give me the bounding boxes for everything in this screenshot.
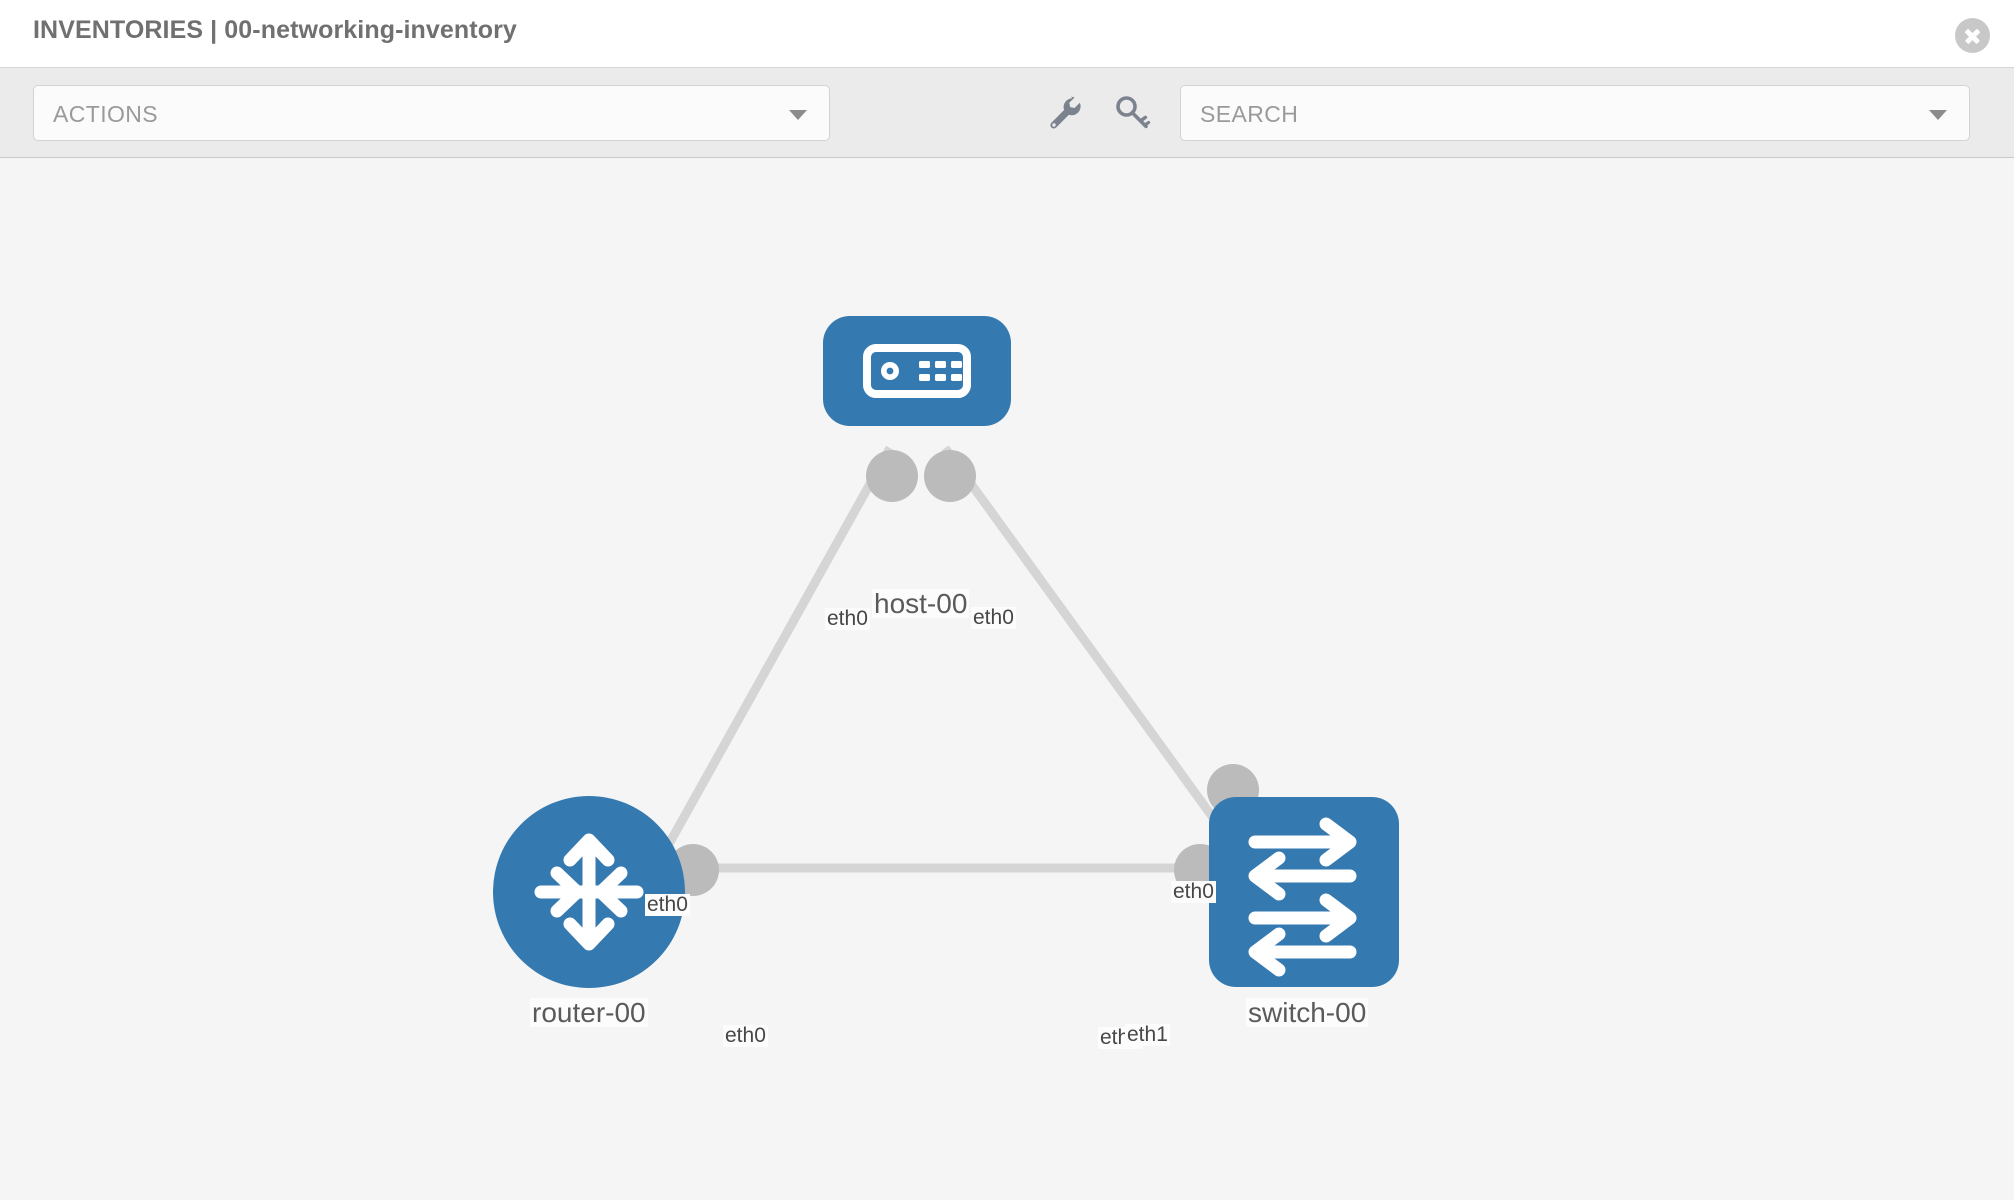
page-title: INVENTORIES | 00-networking-inventory [33,16,517,44]
search-placeholder: SEARCH [1200,101,1299,127]
node-router-00 [493,796,685,988]
chevron-down-icon [789,110,807,120]
server-icon [863,344,971,398]
iface-label-host-switch-to: eth0 [1171,880,1216,904]
page-header: INVENTORIES | 00-networking-inventory [0,0,2014,68]
topology-graph [493,316,1399,988]
chevron-down-icon [1929,110,1947,120]
wrench-icon[interactable] [1046,94,1084,132]
router-arrows-icon [534,833,644,951]
iface-label-router-switch-from: eth0 [723,1024,768,1048]
close-icon[interactable] [1955,18,1990,53]
topology-connectors [667,450,1259,896]
node-host-00 [823,316,1011,426]
connector-host-right [924,450,976,502]
iface-label-host-router-from: eth0 [825,607,870,631]
topology-canvas[interactable]: eth0 eth0 eth0 eth0 eth0 eth0 eth1 host-… [0,158,2014,1200]
node-label-host-00: host-00 [872,588,970,619]
key-icon[interactable] [1113,94,1151,132]
toolbar: ACTIONS SEARCH [0,68,2014,158]
iface-label-host-router-to: eth0 [645,893,690,917]
actions-dropdown[interactable]: ACTIONS [33,85,830,141]
link-host-router [646,445,894,881]
topology-links [646,445,1239,881]
actions-dropdown-label: ACTIONS [53,101,159,127]
iface-label-router-switch-to: eth1 [1125,1023,1170,1047]
node-label-switch-00: switch-00 [1246,997,1369,1028]
search-input[interactable]: SEARCH [1180,85,1970,141]
node-label-router-00: router-00 [530,997,648,1028]
connector-host-left [866,450,918,502]
iface-label-host-switch-from: eth0 [971,606,1016,630]
node-switch-00 [1209,797,1399,987]
link-host-switch [941,445,1239,851]
switch-arrows-icon [1248,817,1357,977]
